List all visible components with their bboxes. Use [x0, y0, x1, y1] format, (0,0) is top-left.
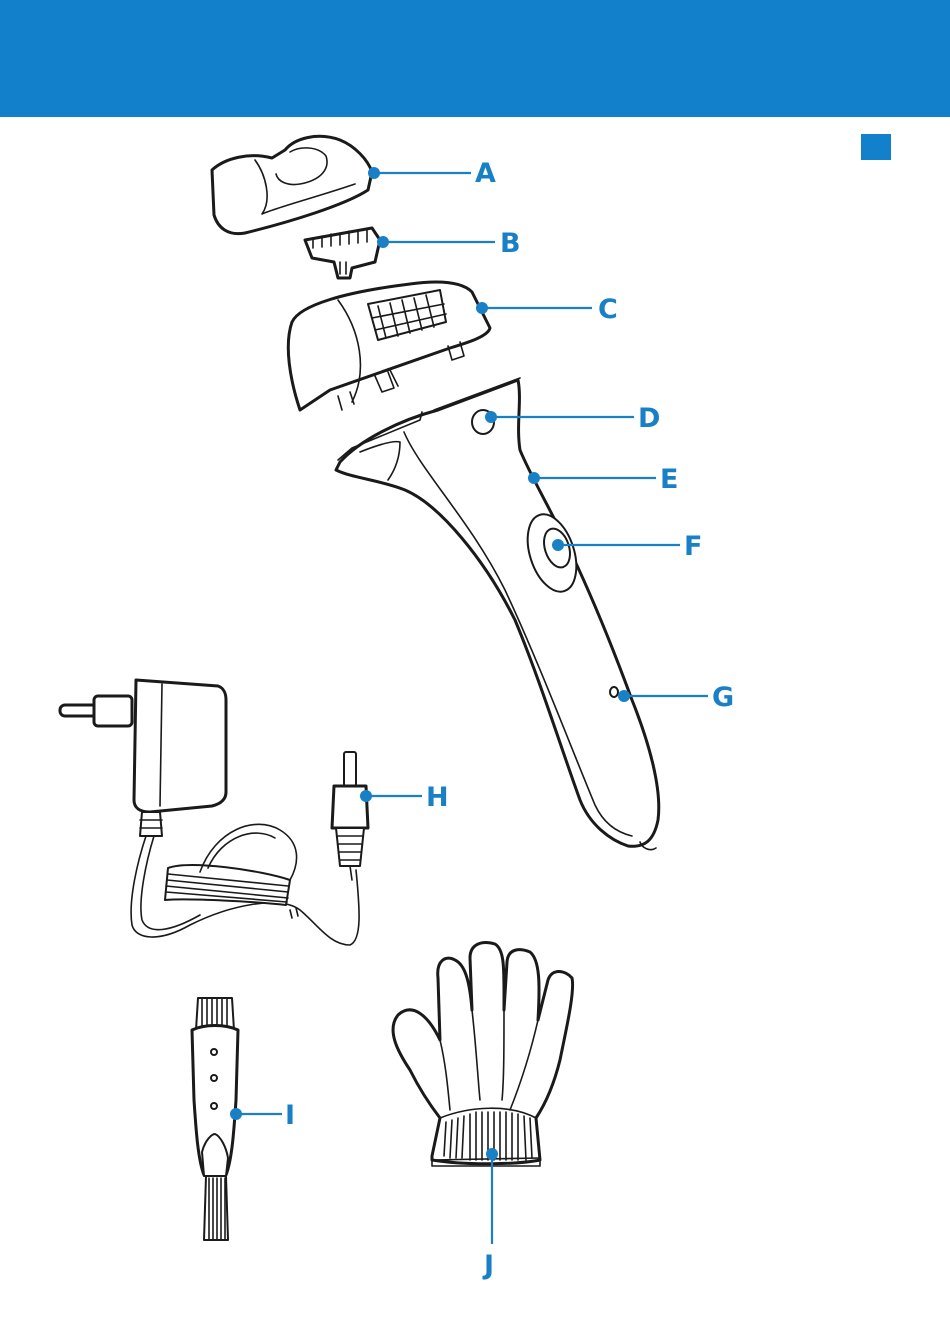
adapter-illustration [60, 680, 368, 945]
comb-attachment-illustration [305, 228, 380, 278]
callout-label-g: G [712, 682, 734, 713]
leader-dot-b [377, 236, 389, 248]
leader-dot-i [230, 1108, 242, 1120]
callout-label-c: C [598, 294, 618, 325]
callout-label-b: B [500, 228, 521, 259]
leader-dot-h [360, 790, 372, 802]
callout-label-i: I [285, 1100, 295, 1131]
cleaning-brush-illustration [192, 998, 238, 1240]
epilating-head-illustration [288, 282, 490, 410]
leader-dot-d [485, 411, 497, 423]
callout-label-h: H [426, 782, 449, 813]
callout-label-j: J [482, 1250, 494, 1281]
leader-dot-f [552, 539, 564, 551]
leader-dot-j [486, 1148, 498, 1160]
epilator-body-illustration [336, 378, 659, 850]
callout-label-e: E [660, 464, 678, 495]
callout-label-a: A [475, 158, 496, 189]
glove-illustration [393, 943, 573, 1166]
callout-label-d: D [638, 403, 660, 434]
cap-attachment-illustration [212, 136, 372, 233]
leader-dot-a [368, 167, 380, 179]
callout-label-f: F [684, 531, 702, 562]
leader-dot-g [618, 690, 630, 702]
leader-dot-e [528, 472, 540, 484]
leader-dot-c [476, 302, 488, 314]
